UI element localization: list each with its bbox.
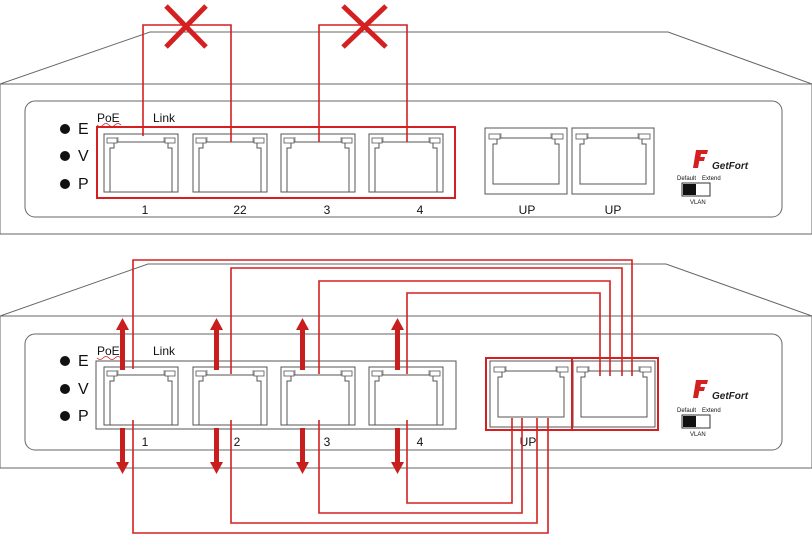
bottom-poe-underline bbox=[96, 356, 122, 360]
bottom-port-3-label: 3 bbox=[324, 435, 331, 449]
bottom-ports-group bbox=[95, 360, 457, 430]
top-indicator-v: V bbox=[60, 148, 89, 165]
top-indicator-e: E bbox=[60, 121, 89, 138]
bottom-uplink-port-2[interactable] bbox=[572, 360, 656, 428]
top-switch-default-label: Default bbox=[677, 176, 696, 182]
bottom-port-4-label: 4 bbox=[417, 435, 424, 449]
bottom-switch-default-label: Default bbox=[677, 408, 696, 414]
top-switch-extend-label: Extend bbox=[702, 176, 721, 182]
top-ports-group-highlight bbox=[96, 126, 456, 199]
bottom-indicator-v-label: V bbox=[78, 381, 89, 398]
bottom-port-3[interactable] bbox=[280, 366, 356, 426]
port-1-arrows bbox=[116, 318, 129, 474]
bottom-port-4[interactable] bbox=[368, 366, 444, 426]
bottom-uplink-2-highlight bbox=[571, 357, 659, 431]
top-switch-vlan-label: VLAN bbox=[690, 200, 706, 206]
bottom-switch-vlan-label: VLAN bbox=[690, 432, 706, 438]
bottom-vlan-toggle[interactable] bbox=[681, 414, 711, 429]
port-3-arrows bbox=[296, 318, 309, 474]
top-port-4-label: 4 bbox=[417, 203, 424, 217]
bottom-poe-label: PoE bbox=[97, 344, 120, 358]
top-blocked-link-1-2 bbox=[142, 4, 232, 142]
x-mark-icon bbox=[164, 4, 208, 49]
top-uplink-1-label: UP bbox=[519, 203, 536, 217]
bottom-indicator-p: P bbox=[60, 408, 89, 425]
top-indicator-v-label: V bbox=[78, 148, 89, 165]
top-switch: E V P PoE Link 1 22 3 4 UP UP bbox=[0, 4, 812, 235]
bottom-uplink-port-1[interactable] bbox=[489, 360, 573, 428]
port-2-arrows bbox=[210, 318, 223, 474]
bottom-indicator-e-label: E bbox=[78, 353, 89, 370]
port-4-arrows bbox=[391, 318, 404, 474]
top-vlan-toggle[interactable] bbox=[681, 182, 711, 197]
top-link-label: Link bbox=[153, 111, 176, 125]
top-port-3-label: 3 bbox=[324, 203, 331, 217]
bottom-link-label: Link bbox=[153, 344, 176, 358]
bottom-port-2[interactable] bbox=[192, 366, 268, 426]
top-brand-text: GetFort bbox=[712, 161, 749, 172]
top-port-1[interactable] bbox=[103, 133, 179, 193]
bottom-uplink-label: UP bbox=[520, 435, 537, 449]
top-port-2[interactable] bbox=[192, 133, 268, 193]
top-port-3[interactable] bbox=[280, 133, 356, 193]
bottom-indicator-v: V bbox=[60, 381, 89, 398]
bottom-switch-extend-label: Extend bbox=[702, 408, 721, 414]
top-poe-label: PoE bbox=[97, 111, 120, 125]
top-uplink-port-1[interactable] bbox=[484, 127, 568, 195]
bottom-switch: E V P PoE Link 1 2 3 4 UP bbox=[0, 259, 812, 534]
top-brand-logo: GetFort bbox=[693, 150, 749, 172]
top-blocked-link-3-4 bbox=[318, 4, 408, 142]
top-port-2-label: 22 bbox=[233, 203, 247, 217]
bottom-brand-text: GetFort bbox=[712, 391, 749, 402]
bottom-brand-logo: GetFort bbox=[693, 380, 749, 402]
top-indicator-p-label: P bbox=[78, 176, 89, 193]
vlan-link-upper-set bbox=[132, 259, 633, 376]
bottom-port-1[interactable] bbox=[103, 366, 179, 426]
bottom-port-2-label: 2 bbox=[234, 435, 241, 449]
bottom-indicator-e: E bbox=[60, 353, 89, 370]
top-indicator-e-label: E bbox=[78, 121, 89, 138]
bottom-indicator-p-label: P bbox=[78, 408, 89, 425]
top-indicator-p: P bbox=[60, 176, 89, 193]
top-port-4[interactable] bbox=[368, 133, 444, 193]
vlan-link-lower-set bbox=[132, 418, 549, 534]
bottom-port-1-label: 1 bbox=[142, 435, 149, 449]
top-port-1-label: 1 bbox=[142, 203, 149, 217]
top-uplink-2-label: UP bbox=[605, 203, 622, 217]
double-arrow-icon bbox=[116, 318, 404, 474]
top-uplink-port-2[interactable] bbox=[571, 127, 655, 195]
x-mark-icon bbox=[341, 4, 388, 49]
